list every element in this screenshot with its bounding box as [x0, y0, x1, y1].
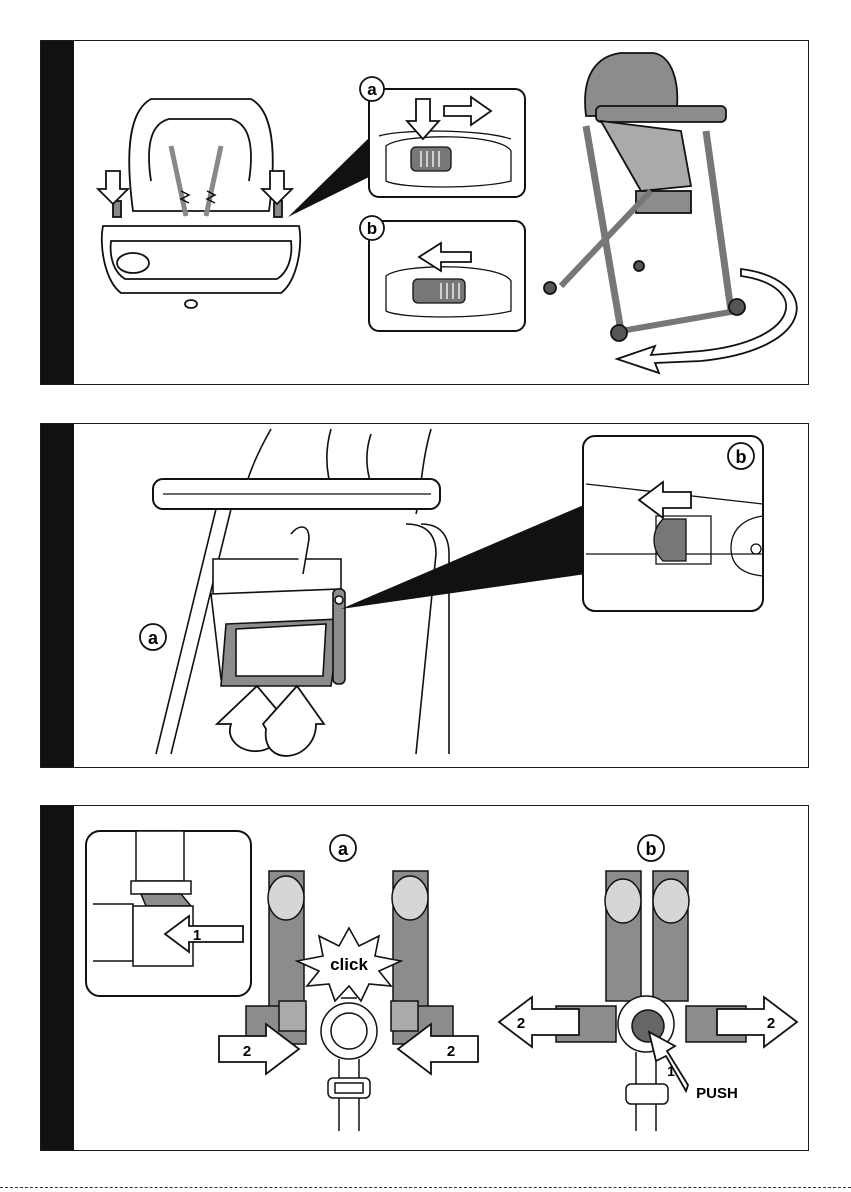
inset-b: [369, 221, 525, 331]
label-b: b: [736, 447, 747, 467]
label-b: b: [367, 219, 377, 238]
buckle-inset: [86, 831, 251, 996]
inset-a: [369, 89, 525, 197]
panel-3: 1 a click: [40, 805, 809, 1151]
panel-2-illustration: b a: [41, 424, 809, 768]
label-b: b: [646, 839, 657, 859]
step-2-label-left-b: 2: [517, 1015, 525, 1032]
panel-1-illustration: a b: [41, 41, 809, 385]
panel-3-illustration: 1 a click: [41, 806, 809, 1151]
zoom-wedge: [341, 504, 586, 609]
panel-1: a b: [40, 40, 809, 385]
step-1-label: 1: [193, 927, 201, 944]
step-2-label-right-b: 2: [767, 1015, 775, 1032]
label-a: a: [338, 839, 349, 859]
panel-2: b a: [40, 423, 809, 768]
step-1-label-b: 1: [667, 1063, 675, 1079]
push-label: PUSH: [696, 1085, 738, 1102]
zoom-wedge: [288, 136, 371, 217]
step-2-label-right: 2: [447, 1043, 455, 1060]
step-2-label-left: 2: [243, 1043, 251, 1060]
bottom-cut-line: [0, 1187, 851, 1188]
click-label: click: [330, 955, 368, 974]
label-a: a: [367, 80, 377, 99]
harness-open: [246, 871, 453, 1131]
rotate-arrow-icon: [617, 269, 797, 373]
seat-front-view: [102, 99, 300, 308]
lift-arrows-icon: [217, 686, 324, 756]
label-a: a: [148, 628, 159, 648]
highchair-side-view: [544, 53, 745, 341]
